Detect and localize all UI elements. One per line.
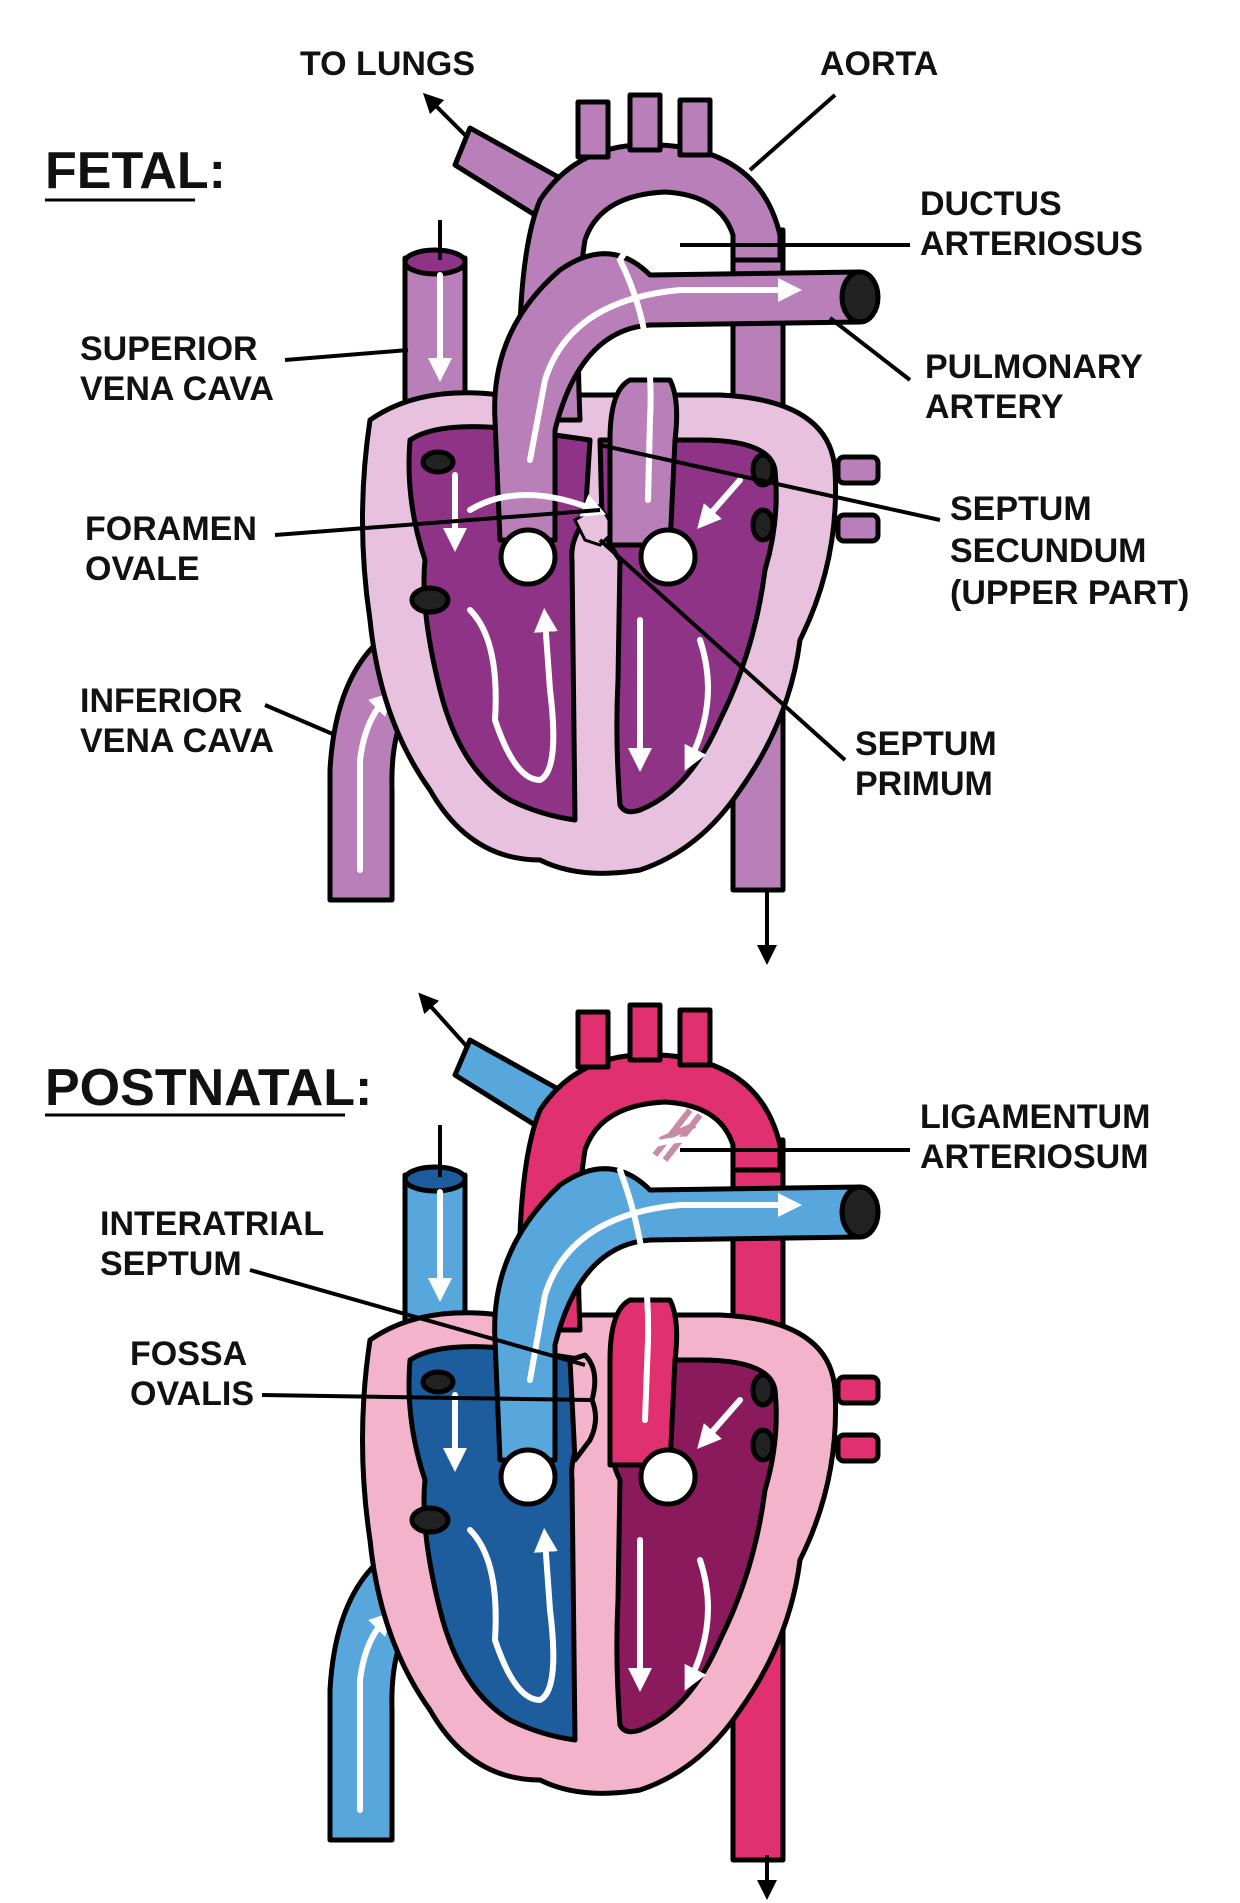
fetal-pulmonary-valve xyxy=(498,527,558,587)
label-pulmonary-2: ARTERY xyxy=(925,388,1064,426)
postnatal-pulmonary-artery-opening xyxy=(839,1184,881,1240)
postnatal-pulmonary-vein-1 xyxy=(835,1374,881,1406)
label-interatrial-2: SEPTUM xyxy=(100,1245,242,1283)
postnatal-aortic-arch xyxy=(516,1052,783,1333)
label-secundum-2: SECUNDUM xyxy=(950,532,1146,570)
label-primum-2: PRIMUM xyxy=(855,765,993,803)
fetal-heart xyxy=(327,92,881,965)
label-secundum-3: (UPPER PART) xyxy=(950,574,1189,612)
postnatal-to-lungs-arrow xyxy=(418,992,472,1052)
fetal-aortic-valve xyxy=(638,527,698,587)
postnatal-aortic-valve xyxy=(638,1447,698,1507)
superior-vena-cava xyxy=(402,220,468,411)
fetal-ascending-aorta xyxy=(607,377,680,548)
fetal-aortic-branch-3 xyxy=(677,97,713,158)
label-foramen-2: OVALE xyxy=(85,550,200,588)
fetal-title: FETAL: xyxy=(45,142,226,200)
postnatal-aortic-branch-1 xyxy=(575,1009,611,1070)
label-aorta: AORTA xyxy=(820,45,938,83)
label-ductus-1: DUCTUS xyxy=(920,185,1062,223)
postnatal-aortic-branch-2 xyxy=(627,1002,663,1063)
label-interatrial-1: INTERATRIAL xyxy=(100,1205,324,1243)
fetal-pulmonary-vein-1 xyxy=(835,454,881,486)
label-foramen-1: FORAMEN xyxy=(85,510,257,548)
label-secundum-1: SEPTUM xyxy=(950,490,1092,528)
fetal-pulmonary-vein-2 xyxy=(835,512,881,544)
postnatal-labels: LIGAMENTUM ARTERIOSUM INTERATRIAL SEPTUM… xyxy=(100,1098,1150,1413)
postnatal-superior-vena-cava xyxy=(402,1125,468,1328)
fetal-aortic-branch-1 xyxy=(575,99,611,160)
label-ivc-2: VENA CAVA xyxy=(80,722,274,760)
label-svc-1: SUPERIOR xyxy=(80,330,258,368)
postnatal-pulmonary-vein-2 xyxy=(835,1432,881,1464)
label-pulmonary-1: PULMONARY xyxy=(925,348,1143,386)
label-ductus-2: ARTERIOSUS xyxy=(920,225,1143,263)
postnatal-aortic-branch-3 xyxy=(677,1007,713,1068)
postnatal-heart xyxy=(327,992,881,1900)
fetal-aortic-branch-2 xyxy=(627,92,663,153)
postnatal-interatrial-septum xyxy=(567,1352,598,1463)
label-fossa-1: FOSSA xyxy=(130,1335,247,1373)
label-to-lungs: TO LUNGS xyxy=(300,45,475,83)
ligamentum-arteriosum xyxy=(652,1108,703,1162)
label-ligamentum-1: LIGAMENTUM xyxy=(920,1098,1150,1136)
postnatal-ascending-aorta xyxy=(607,1297,680,1468)
fetal-labels: TO LUNGS AORTA DUCTUS ARTERIOSUS SUPERIO… xyxy=(80,45,1189,803)
label-svc-2: VENA CAVA xyxy=(80,370,274,408)
label-fossa-2: OVALIS xyxy=(130,1375,254,1413)
postnatal-title: POSTNATAL: xyxy=(45,1059,372,1117)
label-ivc-1: INFERIOR xyxy=(80,682,242,720)
label-ligamentum-2: ARTERIOSUM xyxy=(920,1138,1149,1176)
label-primum-1: SEPTUM xyxy=(855,725,997,763)
fetal-aortic-arch xyxy=(516,142,783,423)
postnatal-pulmonary-valve xyxy=(498,1447,558,1507)
fetal-pulmonary-artery-opening xyxy=(839,269,881,325)
